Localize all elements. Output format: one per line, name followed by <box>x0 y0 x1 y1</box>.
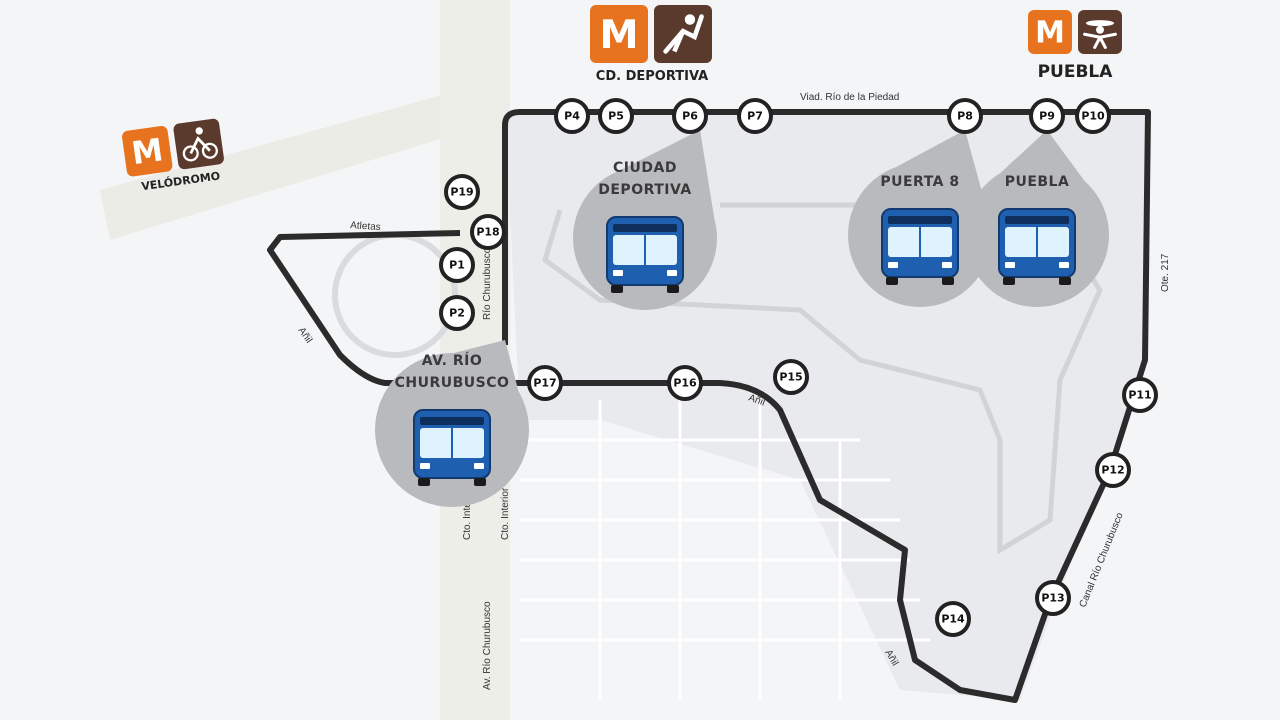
stop-circle <box>1075 98 1111 134</box>
stop-p19[interactable]: P19 <box>444 174 480 210</box>
stop-label: P12 <box>1101 464 1124 477</box>
street-rio-churubusco: Río Churubusco <box>482 247 493 320</box>
terminal-name: CIUDAD <box>613 160 677 176</box>
terminal-name: PUEBLA <box>1005 174 1070 190</box>
stop-label: P11 <box>1128 389 1151 402</box>
stop-p14[interactable]: P14 <box>935 601 971 637</box>
stop-label: P13 <box>1041 592 1064 605</box>
terminals: CIUDAD DEPORTIVA PUERTA 8 PUEBLA AV. RÍO CHUR… <box>375 130 1109 507</box>
stop-label: P15 <box>779 371 802 384</box>
stop-p10[interactable]: P10 <box>1075 98 1111 134</box>
street-viaducto: Viad. Río de la Piedad <box>800 92 899 103</box>
bus-route <box>267 109 1151 703</box>
metro-m-glyph: M <box>599 12 638 58</box>
street-anil-2: Añil <box>747 392 766 408</box>
stop-label: P19 <box>450 186 473 199</box>
metro-m-glyph: M <box>129 132 165 172</box>
stop-circle <box>935 601 971 637</box>
metro-logo-icon <box>122 126 173 177</box>
street-av-rio-churubusco: Av. Río Churubusco <box>482 601 493 690</box>
stop-p1[interactable]: P1 <box>439 247 475 283</box>
stop-p9[interactable]: P9 <box>1029 98 1065 134</box>
bus-icon <box>606 216 684 293</box>
bus-icon <box>998 208 1076 285</box>
stop-label: P14 <box>941 613 965 626</box>
stop-label: P10 <box>1081 110 1105 123</box>
stop-circle <box>470 214 506 250</box>
terminal-name: DEPORTIVA <box>598 182 691 198</box>
bus-icon <box>881 208 959 285</box>
metro-logo-icon <box>590 5 648 63</box>
stop-label: P5 <box>608 110 624 123</box>
street-cto-interior-2: Cto. Interior <box>500 487 511 540</box>
stop-p16[interactable]: P16 <box>667 365 703 401</box>
stop-circle <box>672 98 708 134</box>
stop-p18[interactable]: P18 <box>470 214 506 250</box>
stop-circle <box>1029 98 1065 134</box>
stop-label: P2 <box>449 307 465 320</box>
stop-label: P8 <box>957 110 973 123</box>
stop-p4[interactable]: P4 <box>554 98 590 134</box>
terminal-name: CHURUBUSCO <box>395 375 510 391</box>
stop-circle <box>554 98 590 134</box>
stop-label: P7 <box>747 110 763 123</box>
stop-circle <box>1095 452 1131 488</box>
stop-circle <box>947 98 983 134</box>
terminal-name: PUERTA 8 <box>880 174 959 190</box>
stop-circle <box>444 174 480 210</box>
stop-p15[interactable]: P15 <box>773 359 809 395</box>
stop-circle <box>527 365 563 401</box>
stop-circle <box>439 247 475 283</box>
stop-p13[interactable]: P13 <box>1035 580 1071 616</box>
street-ote-217: Ote. 217 <box>1160 253 1171 292</box>
terminal-name: AV. RÍO <box>422 352 483 369</box>
stop-circle <box>598 98 634 134</box>
stop-label: P9 <box>1039 110 1055 123</box>
cyclist-icon <box>173 118 224 170</box>
stop-label: P16 <box>673 377 697 390</box>
street-cto-interior-1: Cto. Interior <box>462 487 473 540</box>
stop-circle <box>439 295 475 331</box>
stop-label: P18 <box>476 226 499 239</box>
metro-station-name: PUEBLA <box>1038 62 1114 82</box>
stop-p6[interactable]: P6 <box>672 98 708 134</box>
stop-label: P17 <box>533 377 556 390</box>
stop-p17[interactable]: P17 <box>527 365 563 401</box>
stop-circle <box>667 365 703 401</box>
metro-station-name: CD. DEPORTIVA <box>596 69 708 84</box>
charro-icon <box>1078 10 1122 54</box>
terminal-av-rio-churubusco[interactable]: AV. RÍO CHURUBUSCO <box>375 340 529 507</box>
stop-p2[interactable]: P2 <box>439 295 475 331</box>
terminal-puerta-8[interactable]: PUERTA 8 <box>848 130 992 307</box>
metro-m-glyph: M <box>1035 16 1065 51</box>
stop-p8[interactable]: P8 <box>947 98 983 134</box>
stop-circle <box>1122 377 1158 413</box>
stop-p7[interactable]: P7 <box>737 98 773 134</box>
stop-p11[interactable]: P11 <box>1122 377 1158 413</box>
stop-p12[interactable]: P12 <box>1095 452 1131 488</box>
stop-p5[interactable]: P5 <box>598 98 634 134</box>
stop-circle <box>737 98 773 134</box>
stop-label: P1 <box>449 259 465 272</box>
metro-station-puebla[interactable]: M PUEBLA <box>1028 10 1122 82</box>
metro-logo-icon <box>1028 10 1072 54</box>
terminal-puebla[interactable]: PUEBLA <box>965 130 1109 307</box>
stop-circle <box>1035 580 1071 616</box>
street-atletas: Atletas <box>350 220 381 233</box>
stop-label: P6 <box>682 110 698 123</box>
metro-station-cd-deportiva[interactable]: M CD. DEPORTIVA <box>590 5 712 84</box>
stop-circle <box>773 359 809 395</box>
stop-label: P4 <box>564 110 580 123</box>
bus-icon <box>413 409 491 486</box>
athlete-icon <box>654 5 712 63</box>
terminal-ciudad-deportiva[interactable]: CIUDAD DEPORTIVA <box>573 130 717 310</box>
